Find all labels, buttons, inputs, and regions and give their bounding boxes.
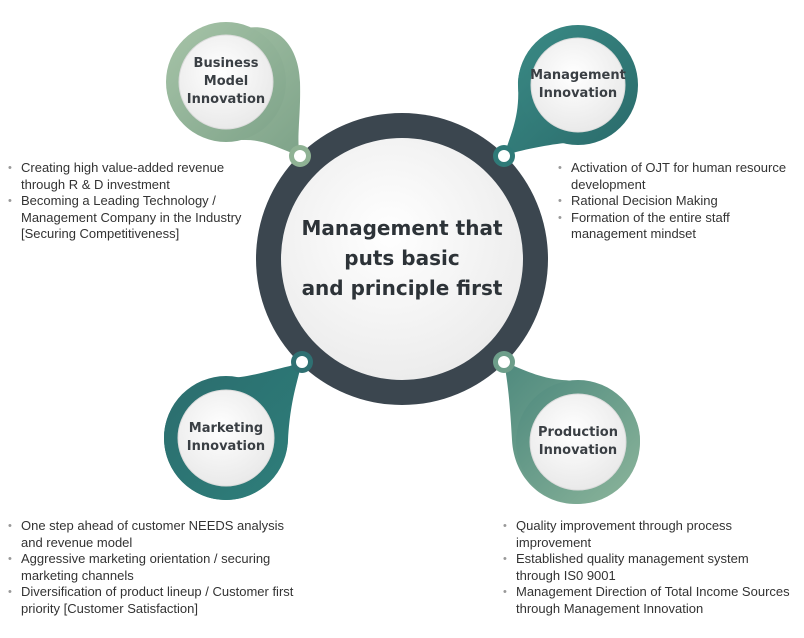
list-item: One step ahead of customer NEEDS analysi… [8, 518, 308, 551]
center-title-line3: and principle first [301, 276, 503, 300]
production-title: Production Innovation [528, 424, 628, 460]
management-node [493, 25, 638, 167]
marketing-node [164, 351, 313, 500]
production-bullets: Quality improvement through process impr… [503, 518, 793, 617]
list-item: Becoming a Leading Technology / Manageme… [8, 193, 260, 243]
list-item: Established quality management system th… [503, 551, 793, 584]
business-model-title: Business Model Innovation [176, 55, 276, 109]
list-item: Quality improvement through process impr… [503, 518, 793, 551]
list-item: Formation of the entire staff management… [558, 210, 794, 243]
business-model-node [166, 22, 311, 167]
marketing-title-line1: Marketing [188, 421, 264, 436]
list-item: Diversification of product lineup / Cust… [8, 584, 308, 617]
business-model-title-line1: Business [193, 56, 259, 71]
marketing-title-line2: Innovation [186, 439, 266, 454]
management-title-line2: Innovation [538, 86, 618, 101]
list-item: Rational Decision Making [558, 193, 794, 210]
center-title: Management that puts basic and principle… [282, 213, 522, 303]
management-title-line1: Management [530, 68, 626, 83]
management-bullets: Activation of OJT for human resource dev… [558, 160, 794, 243]
center-title-line2: puts basic [344, 246, 460, 270]
production-node [493, 351, 640, 504]
management-title: Management Innovation [520, 67, 636, 103]
center-title-line1: Management that [301, 216, 503, 240]
center-circle [256, 113, 548, 405]
business-model-title-line2: Model [203, 74, 249, 89]
list-item: Activation of OJT for human resource dev… [558, 160, 794, 193]
business-model-title-line3: Innovation [186, 92, 266, 107]
marketing-title: Marketing Innovation [176, 420, 276, 456]
marketing-bullets: One step ahead of customer NEEDS analysi… [8, 518, 308, 617]
business-model-bullets: Creating high value-added revenue throug… [8, 160, 260, 243]
list-item: Aggressive marketing orientation / secur… [8, 551, 308, 584]
production-title-line2: Innovation [538, 443, 618, 458]
list-item: Creating high value-added revenue throug… [8, 160, 260, 193]
production-title-line1: Production [538, 425, 618, 440]
list-item: Management Direction of Total Income Sou… [503, 584, 793, 617]
